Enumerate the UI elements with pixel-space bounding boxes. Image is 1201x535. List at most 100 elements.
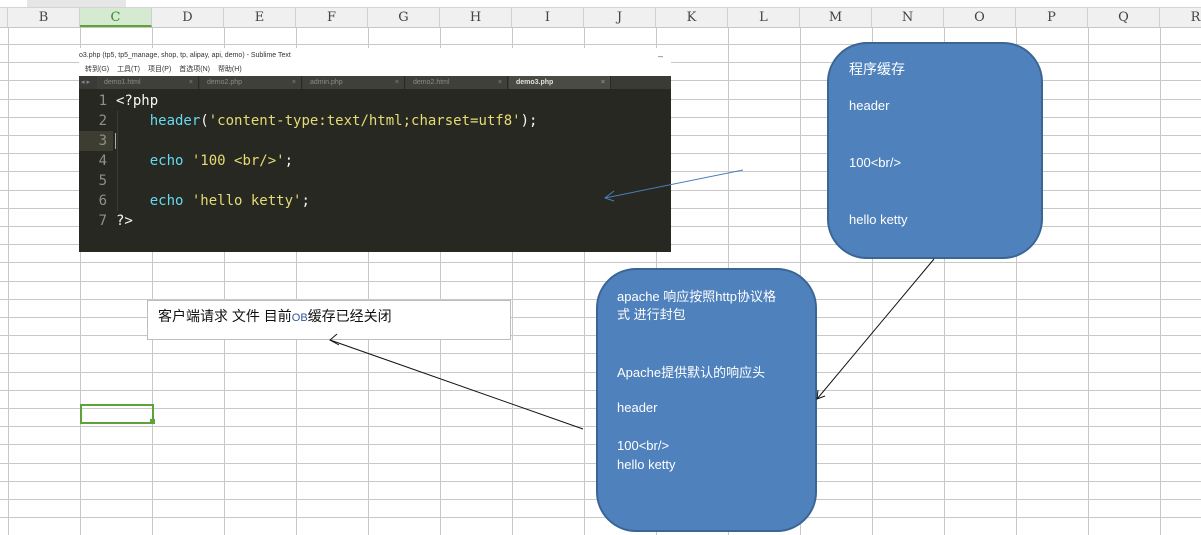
column-header-R[interactable]: R bbox=[1160, 8, 1201, 27]
code-token bbox=[116, 113, 150, 129]
code-token: <?php bbox=[116, 93, 159, 109]
tab-nav-arrows-icon: ◂ ▸ bbox=[81, 79, 90, 86]
current-line-gutter bbox=[79, 131, 113, 151]
tab-demo1-html: demo1.html × bbox=[97, 76, 199, 89]
code-token: echo bbox=[149, 193, 184, 209]
menu-tools: 工具(T) bbox=[117, 66, 141, 73]
tab-label: demo2.html bbox=[413, 79, 450, 86]
select-all-corner[interactable] bbox=[0, 8, 8, 27]
code-token bbox=[116, 193, 150, 209]
tab-label: demo1.html bbox=[104, 79, 141, 86]
column-header-F[interactable]: F bbox=[296, 8, 368, 27]
program-cache-shape[interactable]: 程序缓存 header 100<br/> hello ketty bbox=[827, 42, 1043, 259]
column-header-O[interactable]: O bbox=[944, 8, 1016, 27]
code-token: '100 <br/>' bbox=[191, 153, 285, 169]
close-icon: × bbox=[291, 79, 296, 86]
program-cache-hello: hello ketty bbox=[849, 212, 908, 227]
column-header-H[interactable]: H bbox=[440, 8, 512, 27]
code-token: ; bbox=[284, 153, 294, 169]
column-header-E[interactable]: E bbox=[224, 8, 296, 27]
tab-demo3-php: demo3.php × bbox=[509, 76, 611, 89]
apache-response-shape[interactable]: apache 响应按照http协议格 式 进行封包 Apache提供默认的响应头… bbox=[596, 268, 817, 532]
tab-admin-php: admin.php × bbox=[303, 76, 405, 89]
column-header-D[interactable]: D bbox=[152, 8, 224, 27]
menu-help: 帮助(H) bbox=[217, 66, 242, 73]
client-request-text: 客户端请求 文件 目前OB缓存已经关闭 bbox=[158, 306, 392, 326]
code-token bbox=[116, 153, 150, 169]
program-cache-title: 程序缓存 bbox=[849, 61, 905, 77]
sublime-title-bar: o3.php (tp5, tp5_manage, shop, tp, alipa… bbox=[79, 48, 671, 64]
menu-goto: 转到(G) bbox=[85, 66, 110, 73]
column-header-N[interactable]: N bbox=[872, 8, 944, 27]
code-token: ( bbox=[200, 113, 209, 129]
code-line: header('content-type:text/html;charset=u… bbox=[116, 111, 538, 131]
text-caret bbox=[115, 133, 116, 149]
line-number: 2 bbox=[98, 113, 107, 129]
apache-default-header-text: Apache提供默认的响应头 bbox=[617, 365, 766, 380]
tab-demo2-php: demo2.php × bbox=[200, 76, 302, 89]
tab-label: admin.php bbox=[310, 79, 343, 86]
tab-label: demo2.php bbox=[207, 79, 243, 86]
apache-hello: hello ketty bbox=[617, 457, 676, 472]
sheet-top-tab[interactable] bbox=[27, 0, 126, 7]
code-token: ?> bbox=[116, 213, 133, 229]
text-part: 缓存已经关闭 bbox=[307, 308, 392, 324]
close-icon: × bbox=[600, 79, 605, 86]
indent-guide bbox=[117, 111, 118, 211]
code-token: ); bbox=[520, 113, 538, 129]
code-line: <?php bbox=[116, 91, 158, 111]
column-header-G[interactable]: G bbox=[368, 8, 440, 27]
fill-handle[interactable] bbox=[150, 419, 155, 424]
program-cache-100br: 100<br/> bbox=[849, 155, 902, 170]
code-token: 'hello ketty' bbox=[191, 193, 302, 209]
line-number: 6 bbox=[98, 193, 107, 209]
line-number: 4 bbox=[98, 153, 107, 169]
tab-label: demo3.php bbox=[516, 79, 554, 86]
close-icon: × bbox=[188, 79, 193, 86]
column-header-L[interactable]: L bbox=[728, 8, 800, 27]
column-header-J[interactable]: J bbox=[584, 8, 656, 27]
column-header-K[interactable]: K bbox=[656, 8, 728, 27]
apache-header: header bbox=[617, 400, 658, 415]
program-cache-header: header bbox=[849, 98, 890, 113]
client-request-textbox[interactable]: 客户端请求 文件 目前OB缓存已经关闭 bbox=[147, 300, 511, 340]
close-icon: × bbox=[394, 79, 399, 86]
code-line: echo 'hello ketty'; bbox=[116, 191, 310, 211]
line-number: 3 bbox=[98, 133, 107, 149]
close-icon: × bbox=[497, 79, 502, 86]
selected-cell-C[interactable] bbox=[80, 404, 154, 424]
column-header-P[interactable]: P bbox=[1016, 8, 1088, 27]
code-editor: 1 <?php 2 header('content-type:text/html;c… bbox=[79, 91, 671, 252]
column-header-C[interactable]: C bbox=[80, 8, 152, 27]
menu-project: 项目(P) bbox=[147, 66, 172, 73]
ob-text: OB bbox=[291, 312, 308, 324]
minimize-icon: – bbox=[657, 51, 663, 61]
apache-line-2: 式 进行封包 bbox=[617, 307, 686, 322]
code-token: ; bbox=[301, 193, 310, 209]
code-line: ?> bbox=[116, 211, 133, 231]
top-strip bbox=[0, 0, 1201, 8]
line-number: 5 bbox=[98, 173, 107, 189]
code-token bbox=[183, 153, 191, 169]
apache-100br: 100<br/> bbox=[617, 438, 670, 453]
code-line: echo '100 <br/>'; bbox=[116, 151, 293, 171]
line-number: 7 bbox=[98, 213, 107, 229]
sublime-title: o3.php (tp5, tp5_manage, shop, tp, alipa… bbox=[79, 52, 291, 59]
code-token: echo bbox=[149, 153, 184, 169]
code-token: 'content-type:text/html;charset=utf8' bbox=[208, 113, 521, 129]
text-part: 客户端请求 文件 目前 bbox=[158, 308, 292, 324]
column-header-Q[interactable]: Q bbox=[1088, 8, 1160, 27]
line-number: 1 bbox=[98, 93, 107, 109]
sublime-tab-bar: ◂ ▸ demo1.html × demo2.php × admin.php ×… bbox=[79, 76, 671, 89]
apache-line-1: apache 响应按照http协议格 bbox=[617, 289, 776, 304]
sublime-menu-bar: 转到(G) 工具(T) 项目(P) 首选项(N) 帮助(H) bbox=[79, 64, 671, 76]
sublime-screenshot[interactable]: o3.php (tp5, tp5_manage, shop, tp, alipa… bbox=[79, 48, 671, 252]
menu-preferences: 首选项(N) bbox=[179, 66, 210, 73]
code-token: header bbox=[149, 113, 201, 129]
column-header-I[interactable]: I bbox=[512, 8, 584, 27]
tab-demo2-html: demo2.html × bbox=[406, 76, 508, 89]
column-header-M[interactable]: M bbox=[800, 8, 872, 27]
column-header-B[interactable]: B bbox=[8, 8, 80, 27]
code-token bbox=[183, 193, 191, 209]
